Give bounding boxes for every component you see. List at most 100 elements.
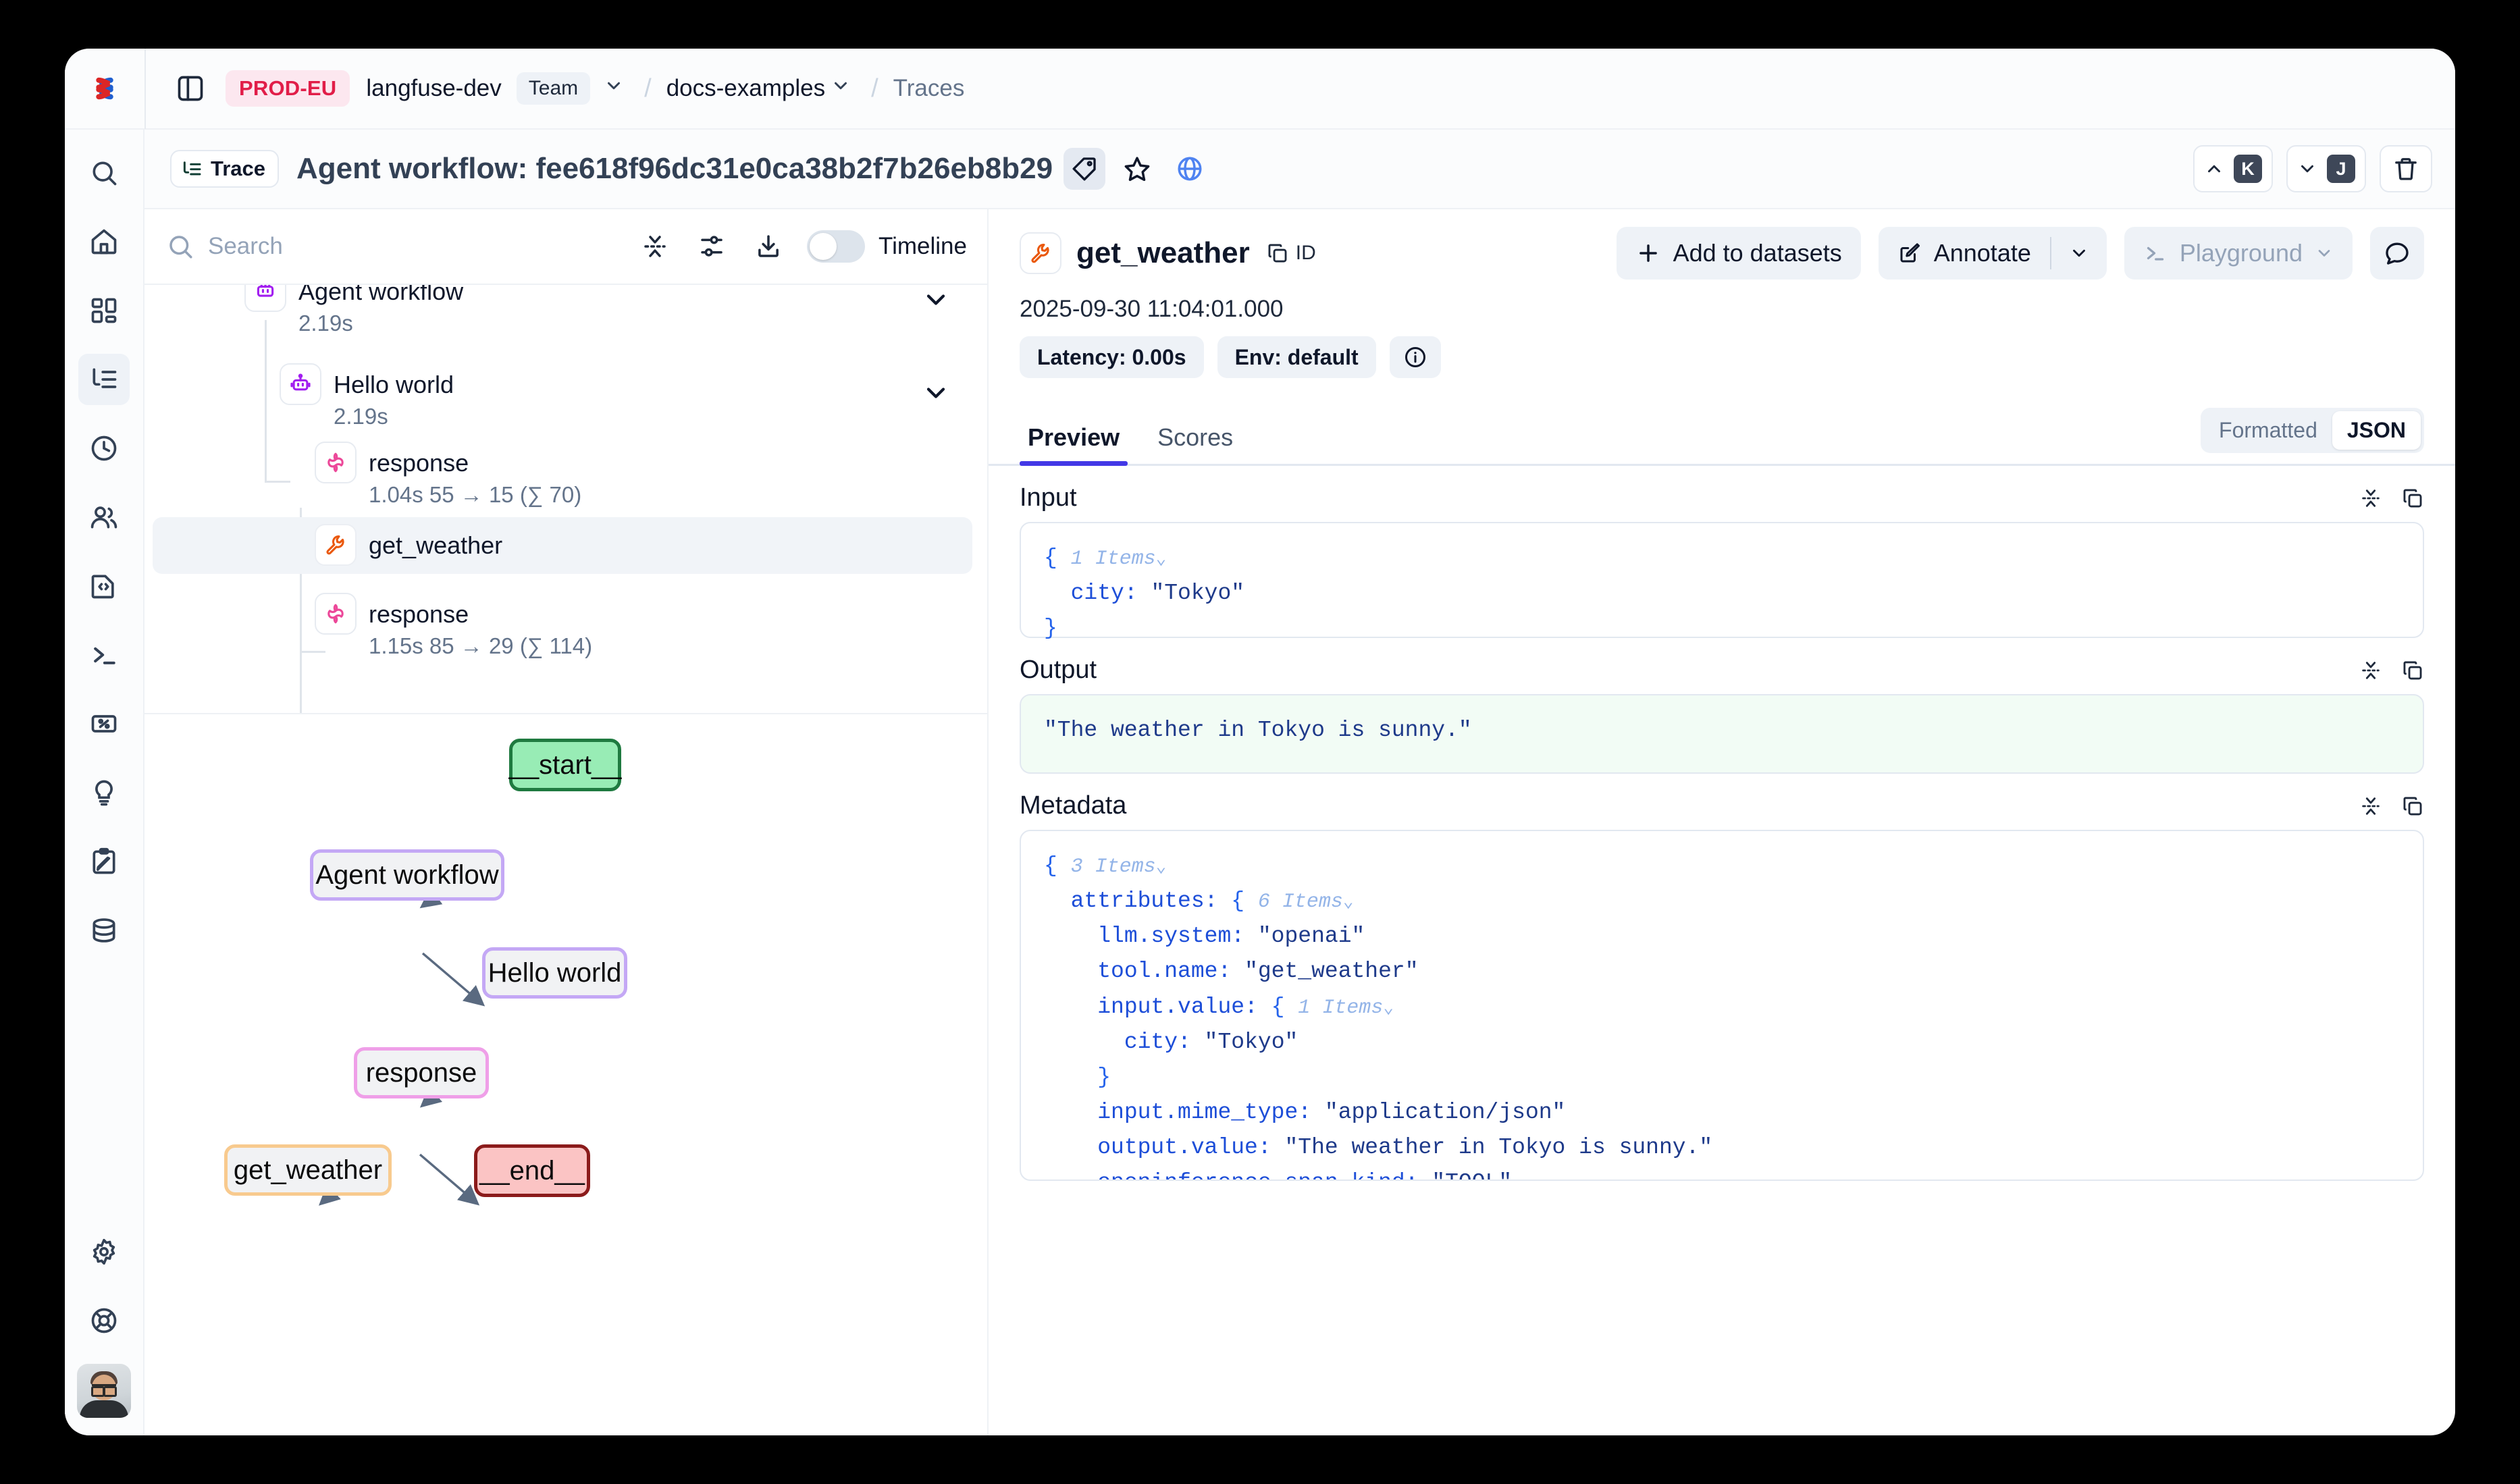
panel-left-icon[interactable] (173, 71, 208, 106)
download-icon[interactable] (747, 226, 789, 267)
sidebar-item-dashboards[interactable] (78, 285, 130, 336)
tree-row[interactable]: Agent workflow 2.19s (145, 285, 987, 358)
sliders-icon[interactable] (691, 226, 733, 267)
agent-graph[interactable]: __start__ Agent workflow Hello world res… (145, 714, 987, 1435)
sidebar-item-home[interactable] (78, 216, 130, 267)
breadcrumb-separator-1: / (644, 74, 652, 103)
tree-row[interactable]: response 1.04s 55 → 15 (∑ 70) (145, 438, 987, 529)
metadata-copy-icon[interactable] (2401, 795, 2424, 818)
avatar[interactable] (77, 1364, 131, 1418)
tab-preview[interactable]: Preview (1020, 423, 1128, 466)
chevron-down-icon-org[interactable] (598, 76, 629, 101)
view-mode-json[interactable]: JSON (2332, 411, 2421, 450)
metadata-title: Metadata (1020, 791, 1127, 820)
tree-row[interactable]: Hello world 2.19s (145, 359, 987, 451)
sidebar-item-datasets[interactable] (78, 905, 130, 956)
chevron-down-icon-row0[interactable] (921, 285, 951, 318)
previous-trace-button[interactable]: K (2193, 145, 2273, 192)
tree-node-name: response (369, 449, 469, 477)
sidebar-item-users[interactable] (78, 492, 130, 543)
metadata-json-viewer[interactable]: { 3 Items⌄ attributes: { 6 Items⌄ llm.sy… (1020, 830, 2424, 1181)
metadata-input-value-items-count: 1 Items (1298, 996, 1384, 1019)
tree-node-name: Agent workflow (298, 285, 464, 305)
annotate-dropdown-caret[interactable] (2051, 227, 2107, 280)
search-input[interactable] (208, 233, 492, 260)
info-icon[interactable] (1389, 336, 1441, 378)
breadcrumb-organization[interactable]: langfuse-dev (366, 75, 502, 101)
comment-button[interactable] (2370, 227, 2424, 280)
chevron-up-icon (2208, 165, 2220, 173)
metadata-key-attributes: attributes: (1070, 889, 1218, 914)
graph-node-hello[interactable]: Hello world (482, 947, 627, 999)
input-expand-icon[interactable] (2359, 487, 2382, 510)
copy-id-button[interactable]: ID (1266, 242, 1316, 265)
graph-node-agent[interactable]: Agent workflow (310, 849, 504, 901)
observation-timestamp: 2025-09-30 11:04:01.000 (1020, 296, 1284, 322)
split-panes: Timeline (145, 209, 2455, 1435)
trace-type-chip[interactable]: Trace (170, 150, 280, 188)
search-box[interactable] (166, 232, 619, 261)
graph-node-start[interactable]: __start__ (509, 739, 621, 791)
environment-pill[interactable]: Env: default (1217, 336, 1376, 378)
shortcut-key-j: J (2327, 155, 2355, 183)
tree-node-meta: 2.19s (298, 311, 353, 336)
output-json-viewer[interactable]: "The weather in Tokyo is sunny." (1020, 694, 2424, 774)
delete-button[interactable] (2380, 145, 2432, 192)
button-group-divider (2049, 237, 2051, 269)
input-value-city: "Tokyo" (1151, 581, 1245, 606)
page-title: Agent workflow: fee618f96dc31e0ca38b2f7b… (296, 152, 1053, 185)
pencil-square-icon (1900, 243, 1920, 263)
langfuse-logo-icon (96, 77, 113, 100)
graph-node-end[interactable]: __end__ (474, 1144, 590, 1197)
sidebar-item-sessions[interactable] (78, 423, 130, 474)
collapse-vertical-icon[interactable] (634, 226, 676, 267)
output-value: "The weather in Tokyo is sunny." (1044, 718, 1472, 743)
input-json-viewer[interactable]: { 1 Items⌄ city: "Tokyo" } (1020, 522, 2424, 641)
tree-row-selected[interactable]: get_weather (153, 517, 972, 574)
metadata-expand-icon[interactable] (2359, 795, 2382, 818)
output-copy-icon[interactable] (2401, 659, 2424, 682)
chevron-down-icon-row1[interactable] (921, 378, 951, 411)
star-icon[interactable] (1116, 148, 1158, 190)
sidebar-item-llm-as-judge[interactable] (78, 767, 130, 818)
breadcrumb-project[interactable]: docs-examples (666, 75, 826, 101)
graph-node-response[interactable]: response (354, 1047, 489, 1098)
graph-node-weather[interactable]: get_weather (224, 1144, 392, 1196)
tree-node-name: response (369, 600, 469, 628)
app-logo[interactable] (65, 49, 145, 129)
playground-button[interactable]: Playground (2124, 227, 2353, 280)
latency-pill[interactable]: Latency: 0.00s (1020, 336, 1204, 378)
chevron-down-icon (2318, 250, 2330, 257)
output-expand-icon[interactable] (2359, 659, 2382, 682)
add-to-datasets-button[interactable]: Add to datasets (1616, 227, 1861, 280)
top-bar: PROD-EU langfuse-dev Team / docs-example… (65, 49, 2455, 130)
sidebar-item-settings[interactable] (78, 1226, 130, 1277)
app-body: Trace Agent workflow: fee618f96dc31e0ca3… (65, 130, 2455, 1435)
breadcrumb-separator-2: / (871, 74, 878, 103)
globe-icon[interactable] (1169, 148, 1211, 190)
input-copy-icon[interactable] (2401, 487, 2424, 510)
agent-bot-icon (244, 285, 286, 312)
observation-detail-pane: get_weather ID Add to datasets (989, 209, 2455, 1435)
view-mode-formatted[interactable]: Formatted (2219, 418, 2317, 442)
timeline-toggle[interactable] (807, 230, 866, 263)
breadcrumb-section[interactable]: Traces (893, 75, 965, 101)
tab-scores[interactable]: Scores (1157, 423, 1234, 451)
sidebar-item-tracing[interactable] (78, 354, 130, 405)
tag-icon[interactable] (1064, 148, 1106, 190)
tree-node-name: Hello world (334, 371, 454, 398)
sidebar-item-evaluation[interactable] (78, 698, 130, 749)
annotate-button[interactable]: Annotate (1879, 227, 2050, 280)
chevron-down-icon-project[interactable] (825, 76, 856, 101)
sidebar-item-prompts[interactable] (78, 560, 130, 612)
output-section-header: Output (1020, 638, 2424, 694)
sidebar-item-support[interactable] (78, 1295, 130, 1346)
timeline-label: Timeline (878, 233, 967, 259)
sidebar-item-playground[interactable] (78, 629, 130, 681)
metadata-key-llm-system: llm.system: (1097, 924, 1245, 949)
next-trace-button[interactable]: J (2286, 145, 2366, 192)
environment-badge: PROD-EU (226, 70, 350, 107)
sidebar-item-annotation-queues[interactable] (78, 836, 130, 887)
sidebar-item-search[interactable] (78, 147, 130, 198)
tree-row[interactable]: response 1.15s 85 → 29 (∑ 114) (145, 589, 987, 681)
